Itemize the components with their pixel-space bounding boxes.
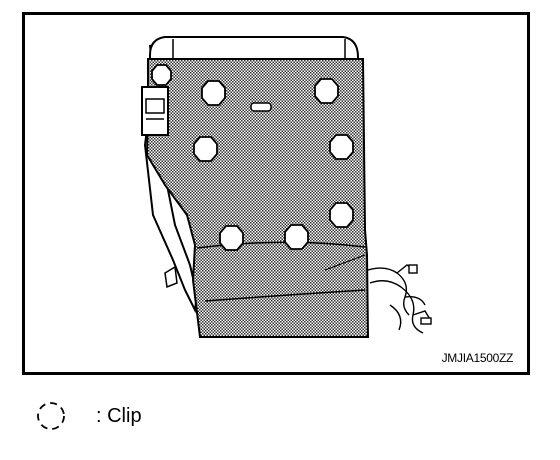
clip [193,136,218,162]
center-slot [250,102,272,112]
seat-back-illustration [141,36,432,338]
lower-bracket [164,265,178,289]
clip-group [151,64,354,251]
clip [314,78,339,104]
wire-harness [367,264,432,334]
clip [151,64,172,86]
seat-back-pad [145,58,370,338]
figure-code: JMJIA1500ZZ [441,351,514,365]
clip [329,134,354,160]
headrest-holder [141,86,169,136]
clip [201,80,226,106]
clip [219,225,244,251]
dashed-circle-icon [37,402,65,430]
clip [329,202,354,228]
figure-frame: JMJIA1500ZZ [22,12,530,375]
legend: : Clip [34,396,142,436]
clip [284,224,309,250]
legend-label: : Clip [96,404,142,427]
